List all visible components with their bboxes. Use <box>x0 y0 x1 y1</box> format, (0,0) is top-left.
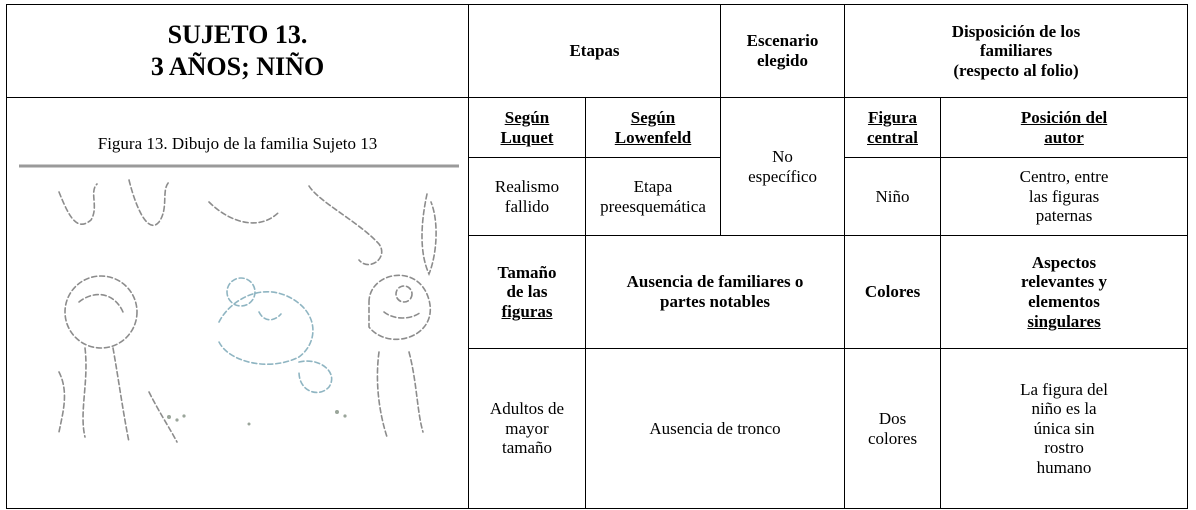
tamano-value-line-3: tamaño <box>501 438 553 458</box>
lowenfeld-value: Etapa preesquemática <box>584 157 722 236</box>
disposicion-header: Disposición de los familiares (respecto … <box>844 4 1189 98</box>
luquet-header-line-1: Según <box>504 107 550 127</box>
colores-value: Dos colores <box>844 348 942 509</box>
figure-caption: Figura 13. Dibujo de la familia Sujeto 1… <box>97 134 378 154</box>
escenario-value-line-1: No <box>772 146 793 166</box>
luquet-value-line-2: fallido <box>504 196 550 216</box>
etapas-header: Etapas <box>467 4 722 98</box>
tamano-header: Tamaño de las figuras <box>468 235 586 349</box>
figura-central-line-2: central <box>867 127 918 147</box>
tamano-header-line-1: Tamaño <box>497 262 557 282</box>
luquet-header-line-2: Luquet <box>500 127 554 147</box>
lowenfeld-header-line-1: Según <box>630 107 676 127</box>
colores-value-line-1: Dos <box>878 408 907 428</box>
ausencia-header: Ausencia de familiares o partes notables <box>584 235 846 349</box>
lowenfeld-value-line-1: Etapa <box>633 176 673 196</box>
ausencia-header-line-2: partes notables <box>659 292 771 311</box>
tamano-header-line-3: figuras <box>501 301 553 321</box>
aspectos-value-line-2: niño es la <box>1031 399 1097 419</box>
lowenfeld-value-line-2: preesquemática <box>600 196 706 216</box>
tamano-header-line-2: de las <box>506 282 548 302</box>
posicion-autor-value-line-3: paternas <box>1035 206 1093 226</box>
subject-title-cell: SUJETO 13. 3 AÑOS; NIÑO <box>6 4 469 98</box>
drawing-svg <box>19 164 459 443</box>
escenario-header: Escenario elegido <box>720 4 846 98</box>
aspectos-header-line-4: singulares <box>1027 311 1101 331</box>
disposicion-line-3: (respecto al folio) <box>953 60 1079 80</box>
figura-central-value: Niño <box>844 157 942 236</box>
lowenfeld-header: Según Lowenfeld <box>584 97 722 158</box>
aspectos-value-line-1: La figura del <box>1020 379 1108 399</box>
posicion-autor-line-2: autor <box>1044 127 1084 147</box>
aspectos-header-line-2: relevantes y <box>1020 272 1108 292</box>
ausencia-value: Ausencia de tronco <box>584 348 846 509</box>
subject-age-sex: 3 AÑOS; NIÑO <box>150 52 325 81</box>
aspectos-value: La figura del niño es la única sin rostr… <box>940 348 1189 509</box>
tamano-value: Adultos de mayor tamaño <box>468 348 586 509</box>
escenario-value-line-2: específico <box>748 166 817 186</box>
aspectos-header: Aspectos relevantes y elementos singular… <box>940 235 1189 349</box>
aspectos-value-line-4: rostro <box>1044 438 1084 458</box>
tamano-value-line-1: Adultos de <box>489 399 565 419</box>
figura-central-line-1: Figura <box>867 107 918 127</box>
subject-number: SUJETO 13. <box>167 19 308 49</box>
ausencia-header-line-1: Ausencia de familiares o <box>626 272 804 292</box>
figura-central-header: Figura central <box>844 97 942 158</box>
luquet-value: Realismo fallido <box>468 157 586 236</box>
child-family-drawing-icon <box>19 162 459 472</box>
posicion-autor-value-line-2: las figuras <box>1028 186 1100 206</box>
disposicion-line-1: Disposición de los <box>951 21 1081 41</box>
colores-value-line-2: colores <box>867 428 918 448</box>
aspectos-value-line-3: única sin <box>1033 418 1095 438</box>
aspectos-value-line-5: humano <box>1036 457 1092 477</box>
figure-cell: Figura 13. Dibujo de la familia Sujeto 1… <box>6 97 469 509</box>
colores-header: Colores <box>844 235 942 349</box>
luquet-value-line-1: Realismo <box>494 176 560 196</box>
lowenfeld-header-line-2: Lowenfeld <box>614 127 692 147</box>
disposicion-line-2: familiares <box>979 41 1053 61</box>
family-drawing-analysis-table: SUJETO 13. 3 AÑOS; NIÑO Etapas Escenario… <box>6 4 1189 509</box>
escenario-value: No específico <box>720 97 846 236</box>
posicion-autor-value-line-1: Centro, entre <box>1019 167 1109 187</box>
posicion-autor-line-1: Posición del <box>1020 107 1108 127</box>
posicion-autor-value: Centro, entre las figuras paternas <box>940 157 1189 236</box>
aspectos-header-line-1: Aspectos <box>1031 252 1097 272</box>
posicion-autor-header: Posición del autor <box>940 97 1189 158</box>
tamano-value-line-2: mayor <box>505 418 549 438</box>
luquet-header: Según Luquet <box>468 97 586 158</box>
aspectos-header-line-3: elementos <box>1028 292 1100 311</box>
